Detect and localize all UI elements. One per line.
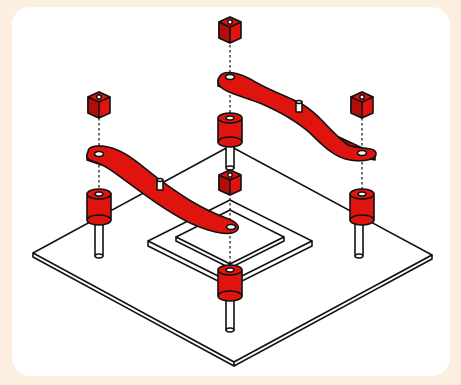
standoff-front (217, 264, 243, 302)
standoff-right (349, 188, 375, 226)
right-bracket (217, 71, 377, 162)
nut-top-left (87, 91, 111, 119)
nut-top-right (218, 16, 242, 44)
left-bracket (86, 145, 239, 235)
nut-center (218, 169, 242, 196)
standoff-left (86, 188, 112, 226)
standoff-center-back (217, 112, 243, 148)
diagram-card: .ol { stroke: #111; stroke-width: 1.6; s… (12, 7, 450, 376)
nut-right (350, 91, 374, 119)
alignment-lines (98, 45, 363, 268)
pin-right (354, 221, 364, 259)
assembly-diagram: .ol { stroke: #111; stroke-width: 1.6; s… (32, 16, 433, 367)
pin-left (94, 221, 104, 259)
